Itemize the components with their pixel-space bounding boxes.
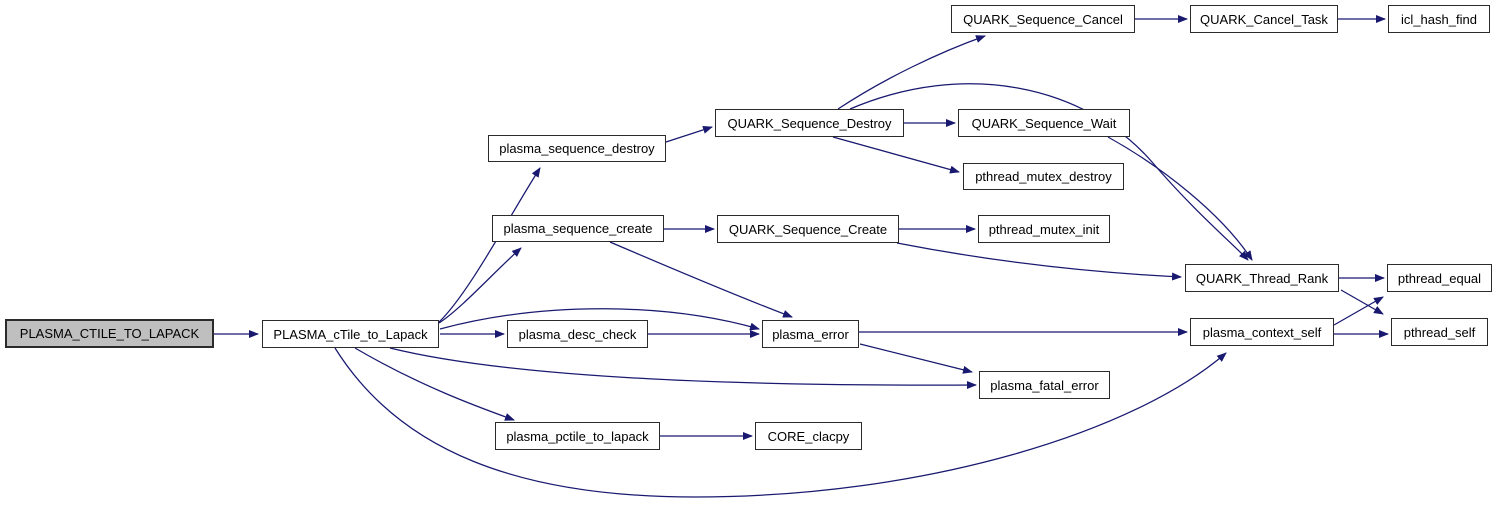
- node-q_cancel_task[interactable]: QUARK_Cancel_Task: [1190, 5, 1338, 33]
- node-q_cancel[interactable]: QUARK_Sequence_Cancel: [951, 5, 1135, 33]
- node-ctile_caps: PLASMA_CTILE_TO_LAPACK: [5, 319, 214, 348]
- edge-thread_rank-to-pt_self: [1340, 289, 1384, 315]
- node-error[interactable]: plasma_error: [762, 320, 859, 348]
- edge-seq_create-to-error: [609, 241, 793, 318]
- node-mutex_init[interactable]: pthread_mutex_init: [978, 215, 1110, 243]
- edge-q_seq_destroy-to-mutex_destroy: [832, 136, 960, 174]
- edge-ctile_fn-to-pctile: [354, 347, 515, 421]
- node-desc_check[interactable]: plasma_desc_check: [507, 320, 648, 348]
- edge-ctile_fn-to-error: [439, 308, 760, 331]
- edge-error-to-fatal: [859, 343, 973, 374]
- node-seq_destroy[interactable]: plasma_sequence_destroy: [488, 135, 666, 162]
- edge-seq_destroy-to-q_seq_destroy: [665, 125, 713, 143]
- node-ctile_fn[interactable]: PLASMA_cTile_to_Lapack: [262, 320, 439, 348]
- edge-q_wait-to-thread_rank: [1107, 136, 1253, 261]
- edge-ctile_fn-to-seq_create: [438, 247, 522, 324]
- node-q_seq_create[interactable]: QUARK_Sequence_Create: [717, 215, 899, 243]
- node-pt_self[interactable]: pthread_self: [1391, 318, 1488, 346]
- edge-q_seq_create-to-thread_rank: [896, 242, 1182, 281]
- node-q_wait[interactable]: QUARK_Sequence_Wait: [958, 109, 1130, 137]
- node-mutex_destroy[interactable]: pthread_mutex_destroy: [963, 163, 1124, 190]
- node-seq_create[interactable]: plasma_sequence_create: [492, 215, 664, 242]
- edge-context_self-to-pt_equal: [1333, 296, 1384, 326]
- edge-ctile_fn-to-fatal: [389, 347, 977, 390]
- edge-ctile_fn-to-context_self: [334, 347, 1227, 498]
- edge-ctile_fn-to-seq_destroy: [437, 167, 541, 324]
- node-icl_hash[interactable]: icl_hash_find: [1388, 5, 1490, 33]
- edge-q_seq_destroy-to-q_cancel: [837, 35, 986, 110]
- node-context_self[interactable]: plasma_context_self: [1190, 318, 1334, 346]
- node-pt_equal[interactable]: pthread_equal: [1387, 264, 1492, 292]
- node-clacpy[interactable]: CORE_clacpy: [755, 422, 862, 450]
- node-q_seq_destroy[interactable]: QUARK_Sequence_Destroy: [715, 109, 904, 137]
- node-thread_rank[interactable]: QUARK_Thread_Rank: [1185, 264, 1339, 292]
- node-fatal[interactable]: plasma_fatal_error: [979, 371, 1110, 399]
- node-pctile[interactable]: plasma_pctile_to_lapack: [495, 422, 660, 450]
